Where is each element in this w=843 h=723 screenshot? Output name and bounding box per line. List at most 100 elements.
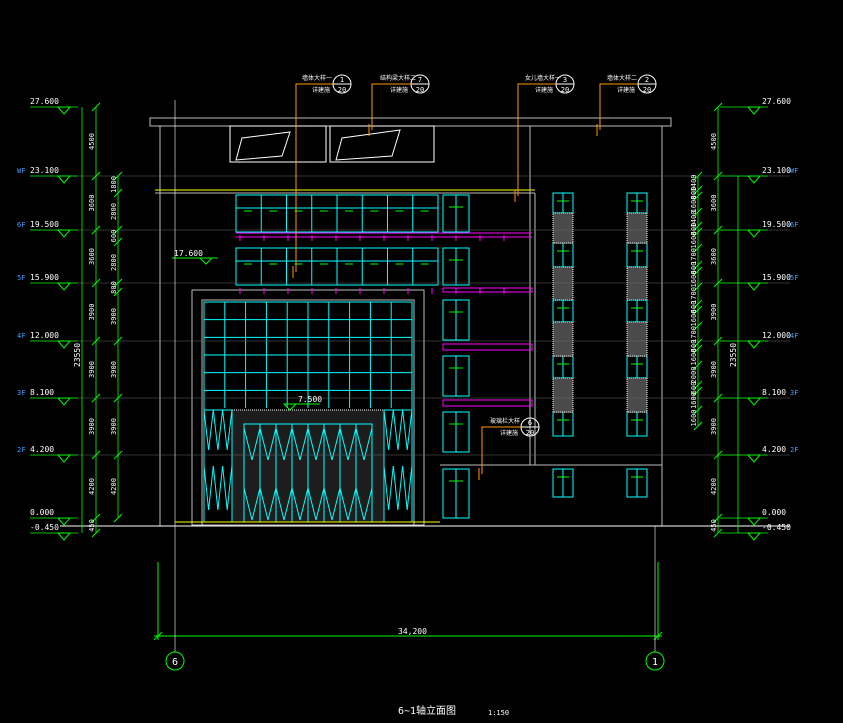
door-pattern bbox=[291, 487, 309, 521]
callout-sub: 详建施 bbox=[312, 86, 330, 94]
level-elevation: 27.600 bbox=[30, 97, 59, 106]
level-elevation: 4.200 bbox=[762, 445, 786, 454]
level-floor-name: 5F bbox=[17, 274, 25, 282]
dimension-value: 3600 bbox=[710, 195, 718, 212]
podium-level-marker: 17.600 bbox=[172, 249, 218, 265]
stone-panel bbox=[552, 377, 574, 413]
dimension-tick bbox=[693, 380, 703, 390]
dimension-value: 3900 bbox=[710, 304, 718, 321]
floor-lines bbox=[60, 175, 790, 527]
dimension-value: 2800 bbox=[110, 254, 118, 271]
callout-sheet: 20 bbox=[561, 86, 569, 94]
level-triangle bbox=[746, 532, 762, 541]
level-marker-left: -0.450 bbox=[30, 523, 78, 541]
callout-text: 女儿墙大样一 bbox=[525, 74, 561, 82]
dimension-value: 3600 bbox=[88, 248, 96, 265]
dimension-value: 1800 bbox=[110, 176, 118, 193]
dimension-value: 4500 bbox=[88, 133, 96, 150]
dimension-tick bbox=[113, 278, 123, 288]
callout-number: 6 bbox=[528, 419, 532, 427]
dimension-tick bbox=[91, 528, 101, 538]
level-elevation: 19.500 bbox=[30, 220, 59, 229]
overall-height-right: 23550 bbox=[729, 343, 738, 367]
dimension-tick bbox=[91, 102, 101, 112]
level-elevation: -0.450 bbox=[30, 523, 59, 532]
dimension-tick bbox=[713, 513, 723, 523]
side-panel-pattern bbox=[203, 409, 214, 451]
callout-sub: 详建施 bbox=[390, 86, 408, 94]
dimension-tick bbox=[693, 207, 703, 217]
dimension-tick bbox=[693, 282, 703, 292]
dimension-value: 1700 bbox=[690, 287, 698, 304]
dimension-value: 600 bbox=[690, 223, 698, 236]
dimension-value: 3600 bbox=[710, 248, 718, 265]
dimension-value: 600 bbox=[690, 187, 698, 200]
dimension-tick bbox=[693, 243, 703, 253]
level-elevation: 4.200 bbox=[30, 445, 54, 454]
level-marker-right: 27.600 bbox=[720, 97, 791, 115]
dimension-value: 1600 bbox=[690, 310, 698, 327]
roof-screen bbox=[229, 125, 435, 163]
dimension-value: 3900 bbox=[110, 308, 118, 325]
callout-leader bbox=[481, 426, 521, 474]
drawing-title-block: 6~1轴立面图 1:150 bbox=[398, 704, 509, 717]
dimension-value: 1600 bbox=[690, 271, 698, 288]
lobby-curtain-wall bbox=[203, 301, 413, 523]
dimension-value: 450 bbox=[710, 519, 718, 532]
side-panel-pattern bbox=[212, 465, 224, 511]
dimension-value: 4200 bbox=[710, 478, 718, 495]
dimension-tick bbox=[713, 102, 723, 112]
callout-sheet: 20 bbox=[416, 86, 424, 94]
dimension-tick bbox=[91, 513, 101, 523]
dimension-tick bbox=[91, 450, 101, 460]
level-marker-left: 27.600 bbox=[30, 97, 78, 115]
door-pattern bbox=[259, 487, 277, 521]
callout-sub: 详建施 bbox=[500, 429, 518, 437]
dimension-tick bbox=[91, 336, 101, 346]
callout-sheet: 20 bbox=[526, 429, 534, 437]
dimension-tick bbox=[91, 393, 101, 403]
level-floor-name: 3F bbox=[790, 389, 798, 397]
level-elevation: 0.000 bbox=[762, 508, 786, 517]
level-triangle bbox=[746, 106, 762, 115]
dimension-value: 3900 bbox=[710, 418, 718, 435]
axis-label-1: 1 bbox=[652, 657, 658, 668]
dimension-value: 1600 bbox=[690, 232, 698, 249]
side-panel-pattern bbox=[402, 409, 413, 451]
level-marker-right: -0.450 bbox=[720, 523, 791, 541]
level-floor-name: 4F bbox=[17, 332, 25, 340]
window-columns bbox=[552, 192, 648, 498]
side-panel-pattern bbox=[392, 465, 404, 511]
level-elevation: 23.100 bbox=[30, 166, 59, 175]
dimension-value: 1600 bbox=[690, 196, 698, 213]
level-elevation: 8.100 bbox=[30, 388, 54, 397]
callout-text: 结构梁大样二 bbox=[380, 74, 416, 82]
dimension-tick bbox=[693, 185, 703, 195]
level-elevation: 0.000 bbox=[30, 508, 54, 517]
level-elevation: 23.100 bbox=[762, 166, 791, 175]
callout-sub: 详建施 bbox=[535, 86, 553, 94]
podium-level-text: 17.600 bbox=[174, 249, 203, 258]
dimension-value: 450 bbox=[88, 519, 96, 532]
dimension-tick bbox=[693, 266, 703, 276]
callout-text: 墙体大样一 bbox=[302, 74, 332, 82]
dimension-value: 3900 bbox=[110, 361, 118, 378]
dimension-value: 1400 bbox=[690, 175, 698, 192]
callout-number: 7 bbox=[418, 76, 422, 84]
dimension-value: 4200 bbox=[88, 478, 96, 495]
door-pattern bbox=[355, 487, 373, 521]
side-panel-pattern bbox=[203, 465, 214, 511]
dimension-tick bbox=[91, 225, 101, 235]
door-pattern bbox=[307, 427, 325, 461]
level-triangle bbox=[56, 229, 72, 238]
dimension-value: 3600 bbox=[88, 195, 96, 212]
dimension-tick bbox=[113, 171, 123, 181]
level-elevation: 27.600 bbox=[762, 97, 791, 106]
dimension-value: 600 bbox=[690, 382, 698, 395]
